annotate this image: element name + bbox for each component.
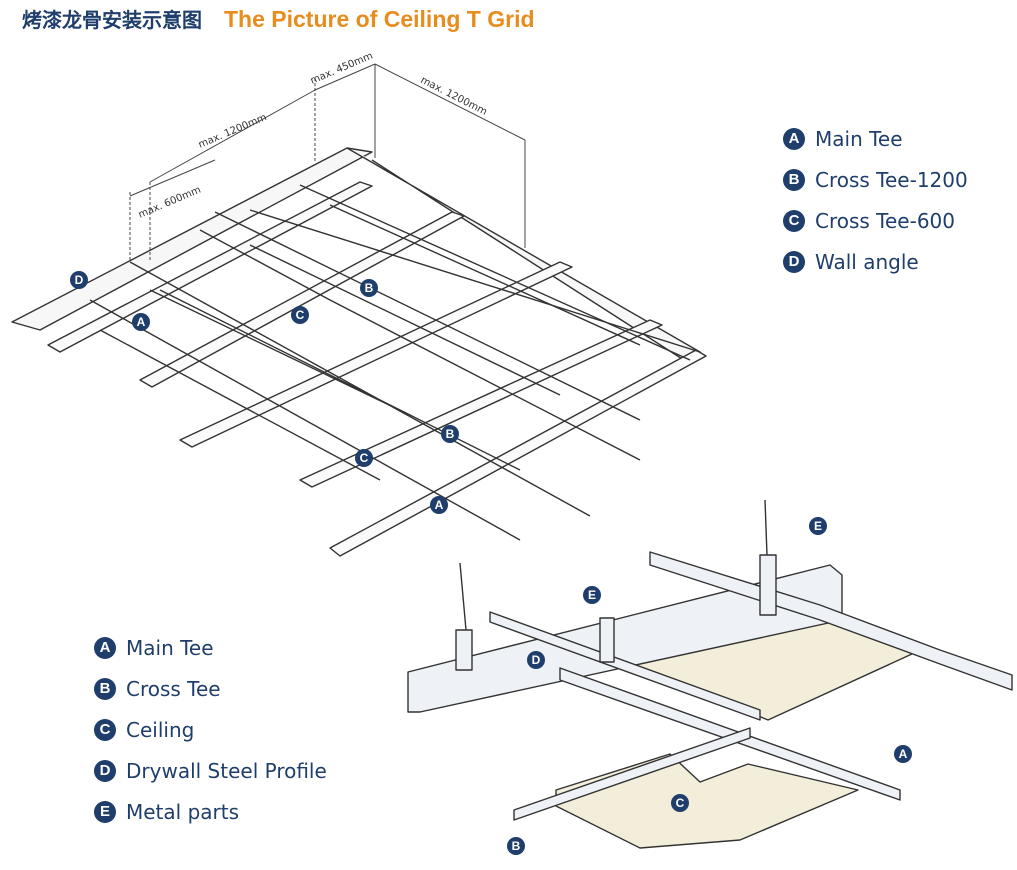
marker-grid-b1: B <box>360 279 378 297</box>
legend-grid-item-b: B Cross Tee-1200 <box>783 159 968 200</box>
marker-grid-d: D <box>70 271 88 289</box>
marker-detail-b: B <box>507 837 525 855</box>
legend-badge: B <box>94 677 116 700</box>
marker-detail-a: A <box>894 745 912 763</box>
cross-tee-f <box>299 184 691 361</box>
dim-middle: max. 1200mm <box>197 112 269 151</box>
main-tee-5 <box>329 349 707 557</box>
main-tee-detail <box>559 667 901 801</box>
right-profile <box>649 551 1013 691</box>
marker-detail-e2: E <box>583 586 601 604</box>
legend-grid: A Main Tee B Cross Tee-1200 C Cross Tee-600… <box>783 118 968 282</box>
clip-left <box>455 629 473 671</box>
legend-detail-item-b: B Cross Tee <box>94 668 327 709</box>
legend-label: Metal parts <box>126 799 240 824</box>
cross-tee-g <box>159 289 521 471</box>
marker-grid-a2: A <box>430 496 448 514</box>
legend-detail-item-d: D Drywall Steel Profile <box>94 750 327 791</box>
hanger-left <box>459 562 467 631</box>
legend-label: Main Tee <box>815 126 903 151</box>
clip-right <box>759 554 777 616</box>
legend-detail-item-e: E Metal parts <box>94 791 327 832</box>
wall-angle-front <box>11 147 373 331</box>
dim-right: max. 1200mm <box>419 75 489 118</box>
legend-badge: D <box>783 250 805 273</box>
dim-left: max. 600mm <box>137 185 203 221</box>
legend-badge: C <box>783 209 805 232</box>
legend-detail: A Main Tee B Cross Tee C Ceiling D Drywall S… <box>94 627 327 832</box>
main-tee-3 <box>179 261 573 448</box>
title-english: The Picture of Ceiling T Grid <box>224 6 535 32</box>
cross-tee-d <box>249 209 701 353</box>
legend-grid-item-d: D Wall angle <box>783 241 968 282</box>
detail-illustration <box>407 499 1013 849</box>
legend-badge: C <box>94 718 116 741</box>
cross-tee-b <box>199 229 641 461</box>
cross-tee-front <box>513 727 751 821</box>
legend-detail-item-a: A Main Tee <box>94 627 327 668</box>
legend-label: Drywall Steel Profile <box>126 758 327 783</box>
title-row: 烤漆龙骨安装示意图 The Picture of Ceiling T Grid <box>22 4 535 34</box>
marker-grid-b2: B <box>441 425 459 443</box>
legend-grid-item-c: C Cross Tee-600 <box>783 200 968 241</box>
cross-tee-a <box>129 261 591 517</box>
legend-detail-item-c: C Ceiling <box>94 709 327 750</box>
marker-detail-c: C <box>671 794 689 812</box>
main-tee-4 <box>299 319 663 488</box>
dimension-lines <box>129 63 526 262</box>
cross-tee-e <box>214 211 641 421</box>
marker-grid-c1: C <box>291 306 309 324</box>
legend-badge: E <box>94 800 116 823</box>
legend-label: Cross Tee <box>126 676 221 701</box>
legend-label: Ceiling <box>126 717 195 742</box>
grid-illustration <box>11 147 707 557</box>
legend-label: Cross Tee-1200 <box>815 167 968 192</box>
legend-badge: D <box>94 759 116 782</box>
legend-label: Wall angle <box>815 249 919 274</box>
legend-label: Cross Tee-600 <box>815 208 955 233</box>
legend-badge: A <box>783 127 805 150</box>
legend-badge: B <box>783 168 805 191</box>
marker-grid-a1: A <box>132 313 150 331</box>
main-tee-1 <box>47 181 373 353</box>
legend-badge: A <box>94 636 116 659</box>
title-chinese: 烤漆龙骨安装示意图 <box>22 8 202 32</box>
main-tee-2 <box>139 211 465 388</box>
marker-detail-d: D <box>527 651 545 669</box>
marker-detail-e1: E <box>809 517 827 535</box>
marker-grid-c2: C <box>355 449 373 467</box>
cross-tee-c <box>89 299 521 541</box>
cross-tee-left <box>489 611 761 721</box>
legend-grid-item-a: A Main Tee <box>783 118 968 159</box>
legend-label: Main Tee <box>126 635 214 660</box>
clip-mid <box>599 617 615 663</box>
hanger-right <box>764 499 768 556</box>
